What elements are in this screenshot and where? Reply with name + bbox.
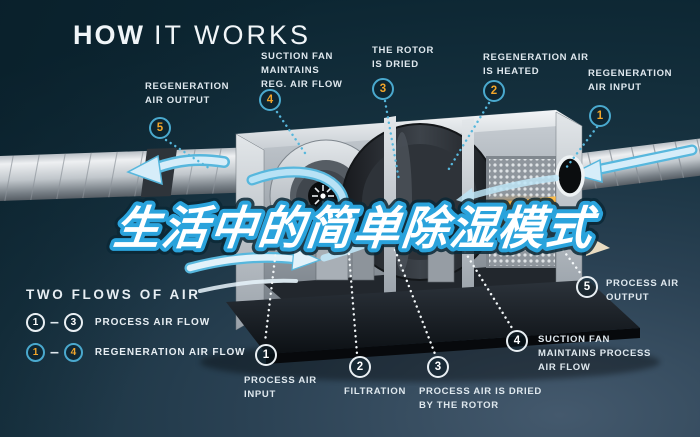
label-filtration: FILTRATION xyxy=(344,386,407,397)
divider-wall-1 xyxy=(384,116,396,304)
regen-input-arrow xyxy=(569,144,698,184)
legend-title: TWO FLOWS OF AIR xyxy=(26,287,201,302)
honeycomb-bottom xyxy=(489,228,555,266)
title-light: IT WORKS xyxy=(153,20,311,50)
right-wall xyxy=(555,111,585,299)
legend-row-process: 1 – 3 PROCESS AIR FLOW xyxy=(26,313,245,332)
callout-process-1: 1 xyxy=(255,344,277,366)
base-platform xyxy=(226,280,640,364)
regen-output-arrow xyxy=(126,154,230,186)
left-duct xyxy=(0,147,249,202)
legend-regen-label: REGENERATION AIR FLOW xyxy=(94,347,246,358)
legend-dash: – xyxy=(50,313,59,331)
label-suction-fan-process: SUCTION FAN MAINTAINS PROCESS AIR FLOW xyxy=(538,334,652,373)
process-output-arrow xyxy=(552,236,610,256)
divider-wall-2 xyxy=(462,118,474,302)
label-process-air-dried: PROCESS AIR IS DRIED BY THE ROTOR xyxy=(419,386,542,411)
callout-regen-1: 1 xyxy=(589,105,611,127)
callout-regen-5: 5 xyxy=(149,117,171,139)
callout-regen-2: 2 xyxy=(483,80,505,102)
page-title: HOW IT WORKS xyxy=(73,20,311,51)
callout-process-4: 4 xyxy=(506,330,528,352)
label-process-air-output: PROCESS AIR OUTPUT xyxy=(606,278,679,303)
label-regen-air-input: REGENERATION AIR INPUT xyxy=(588,68,673,93)
legend-process-label: PROCESS AIR FLOW xyxy=(94,317,211,328)
regen-through-arrow xyxy=(456,174,560,206)
label-rotor-is-dried: THE ROTOR IS DRIED xyxy=(372,45,435,70)
callout-regen-3: 3 xyxy=(372,78,394,100)
legend-process-to-circle: 3 xyxy=(63,313,83,332)
label-process-air-input: PROCESS AIR INPUT xyxy=(244,375,317,400)
legend-two-flows: TWO FLOWS OF AIR 1 – 3 PROCESS AIR FLOW … xyxy=(26,287,245,362)
fan-swirl-arrow xyxy=(246,166,350,246)
label-regeneration-air-output: REGENERATION AIR OUTPUT xyxy=(145,81,230,106)
legend-process-from-circle: 1 xyxy=(26,313,45,332)
callout-process-3: 3 xyxy=(427,356,449,378)
regen-callout-lines xyxy=(164,99,599,182)
title-bold: HOW xyxy=(73,20,145,50)
legend-regen-to-circle: 4 xyxy=(63,343,83,362)
legend-dash: – xyxy=(50,343,59,361)
inner-process-arrow xyxy=(320,228,396,262)
heater xyxy=(474,156,566,268)
label-regen-air-heated: REGENERATION AIR IS HEATED xyxy=(483,52,589,77)
process-intake-arrow xyxy=(184,247,322,293)
legend-row-regen: 1 – 4 REGENERATION AIR FLOW xyxy=(26,343,245,362)
label-suction-fan-reg: SUCTION FAN MAINTAINS REG. AIR FLOW xyxy=(261,51,343,90)
callout-process-5: 5 xyxy=(576,276,598,298)
legend-regen-from-circle: 1 xyxy=(26,343,45,362)
callout-regen-4: 4 xyxy=(259,89,281,111)
process-callout-lines xyxy=(263,248,583,356)
callout-process-2: 2 xyxy=(349,356,371,378)
